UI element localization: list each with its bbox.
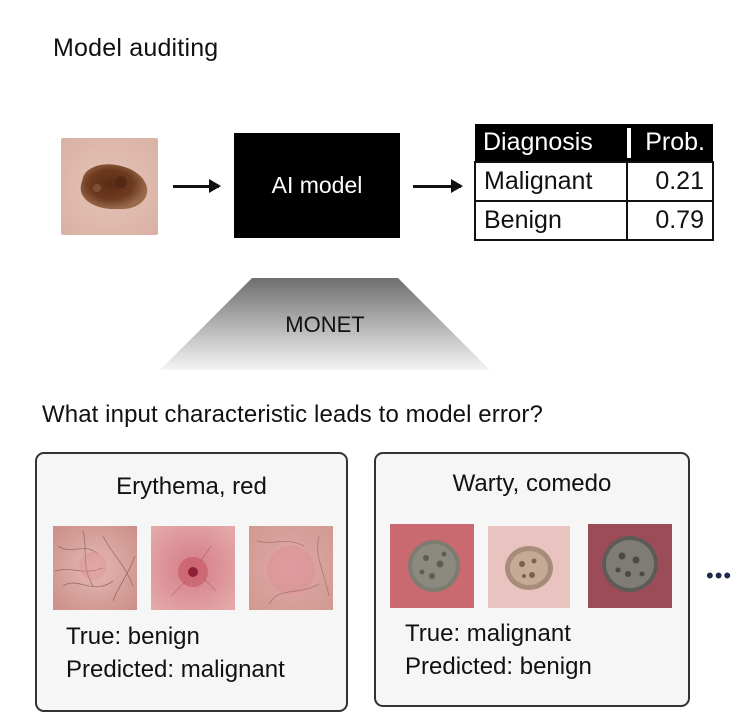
panel-title: Erythema, red [116, 473, 267, 500]
panel-predicted-label: Predicted: malignant [66, 656, 285, 683]
lesion-image-5 [488, 526, 570, 608]
lesion-image-1 [53, 526, 137, 610]
input-lesion-image [61, 138, 158, 235]
monet-label: MONET [285, 312, 365, 337]
question-text: What input characteristic leads to model… [42, 401, 543, 428]
ai-model-box: AI model [234, 133, 400, 238]
table-row: Malignant 0.21 [474, 161, 714, 202]
panel-true-label: True: malignant [405, 620, 571, 647]
lesion-image-6 [588, 524, 672, 608]
error-panel-warty: Warty, comedo True: malignant Predicted:… [374, 452, 690, 707]
arrow-to-table [413, 179, 463, 193]
diagnosis-table: Diagnosis Prob. Malignant 0.21 Benign 0.… [474, 124, 714, 241]
panel-predicted-label: Predicted: benign [405, 653, 592, 680]
monet-funnel [160, 278, 490, 370]
row-value: 0.79 [626, 200, 714, 241]
ai-model-label: AI model [271, 172, 363, 198]
panel-true-label: True: benign [66, 623, 200, 650]
diagnosis-table-header: Diagnosis Prob. [475, 124, 713, 162]
row-label: Malignant [474, 161, 628, 202]
error-panel-erythema: Erythema, red True: benign Predicted: ma… [35, 452, 348, 712]
diagnosis-header: Diagnosis [475, 124, 627, 162]
lesion-image-4 [390, 524, 474, 608]
lesion-image-2 [151, 526, 235, 610]
arrow-to-model [173, 179, 221, 193]
row-value: 0.21 [626, 161, 714, 202]
page-title: Model auditing [53, 34, 219, 62]
row-label: Benign [474, 200, 628, 241]
prob-header: Prob. [627, 124, 713, 162]
table-row: Benign 0.79 [474, 200, 714, 241]
header-separator [627, 128, 631, 158]
more-dots-icon: ••• [706, 563, 733, 588]
panel-title: Warty, comedo [452, 470, 612, 497]
lesion-image-3 [249, 526, 333, 610]
